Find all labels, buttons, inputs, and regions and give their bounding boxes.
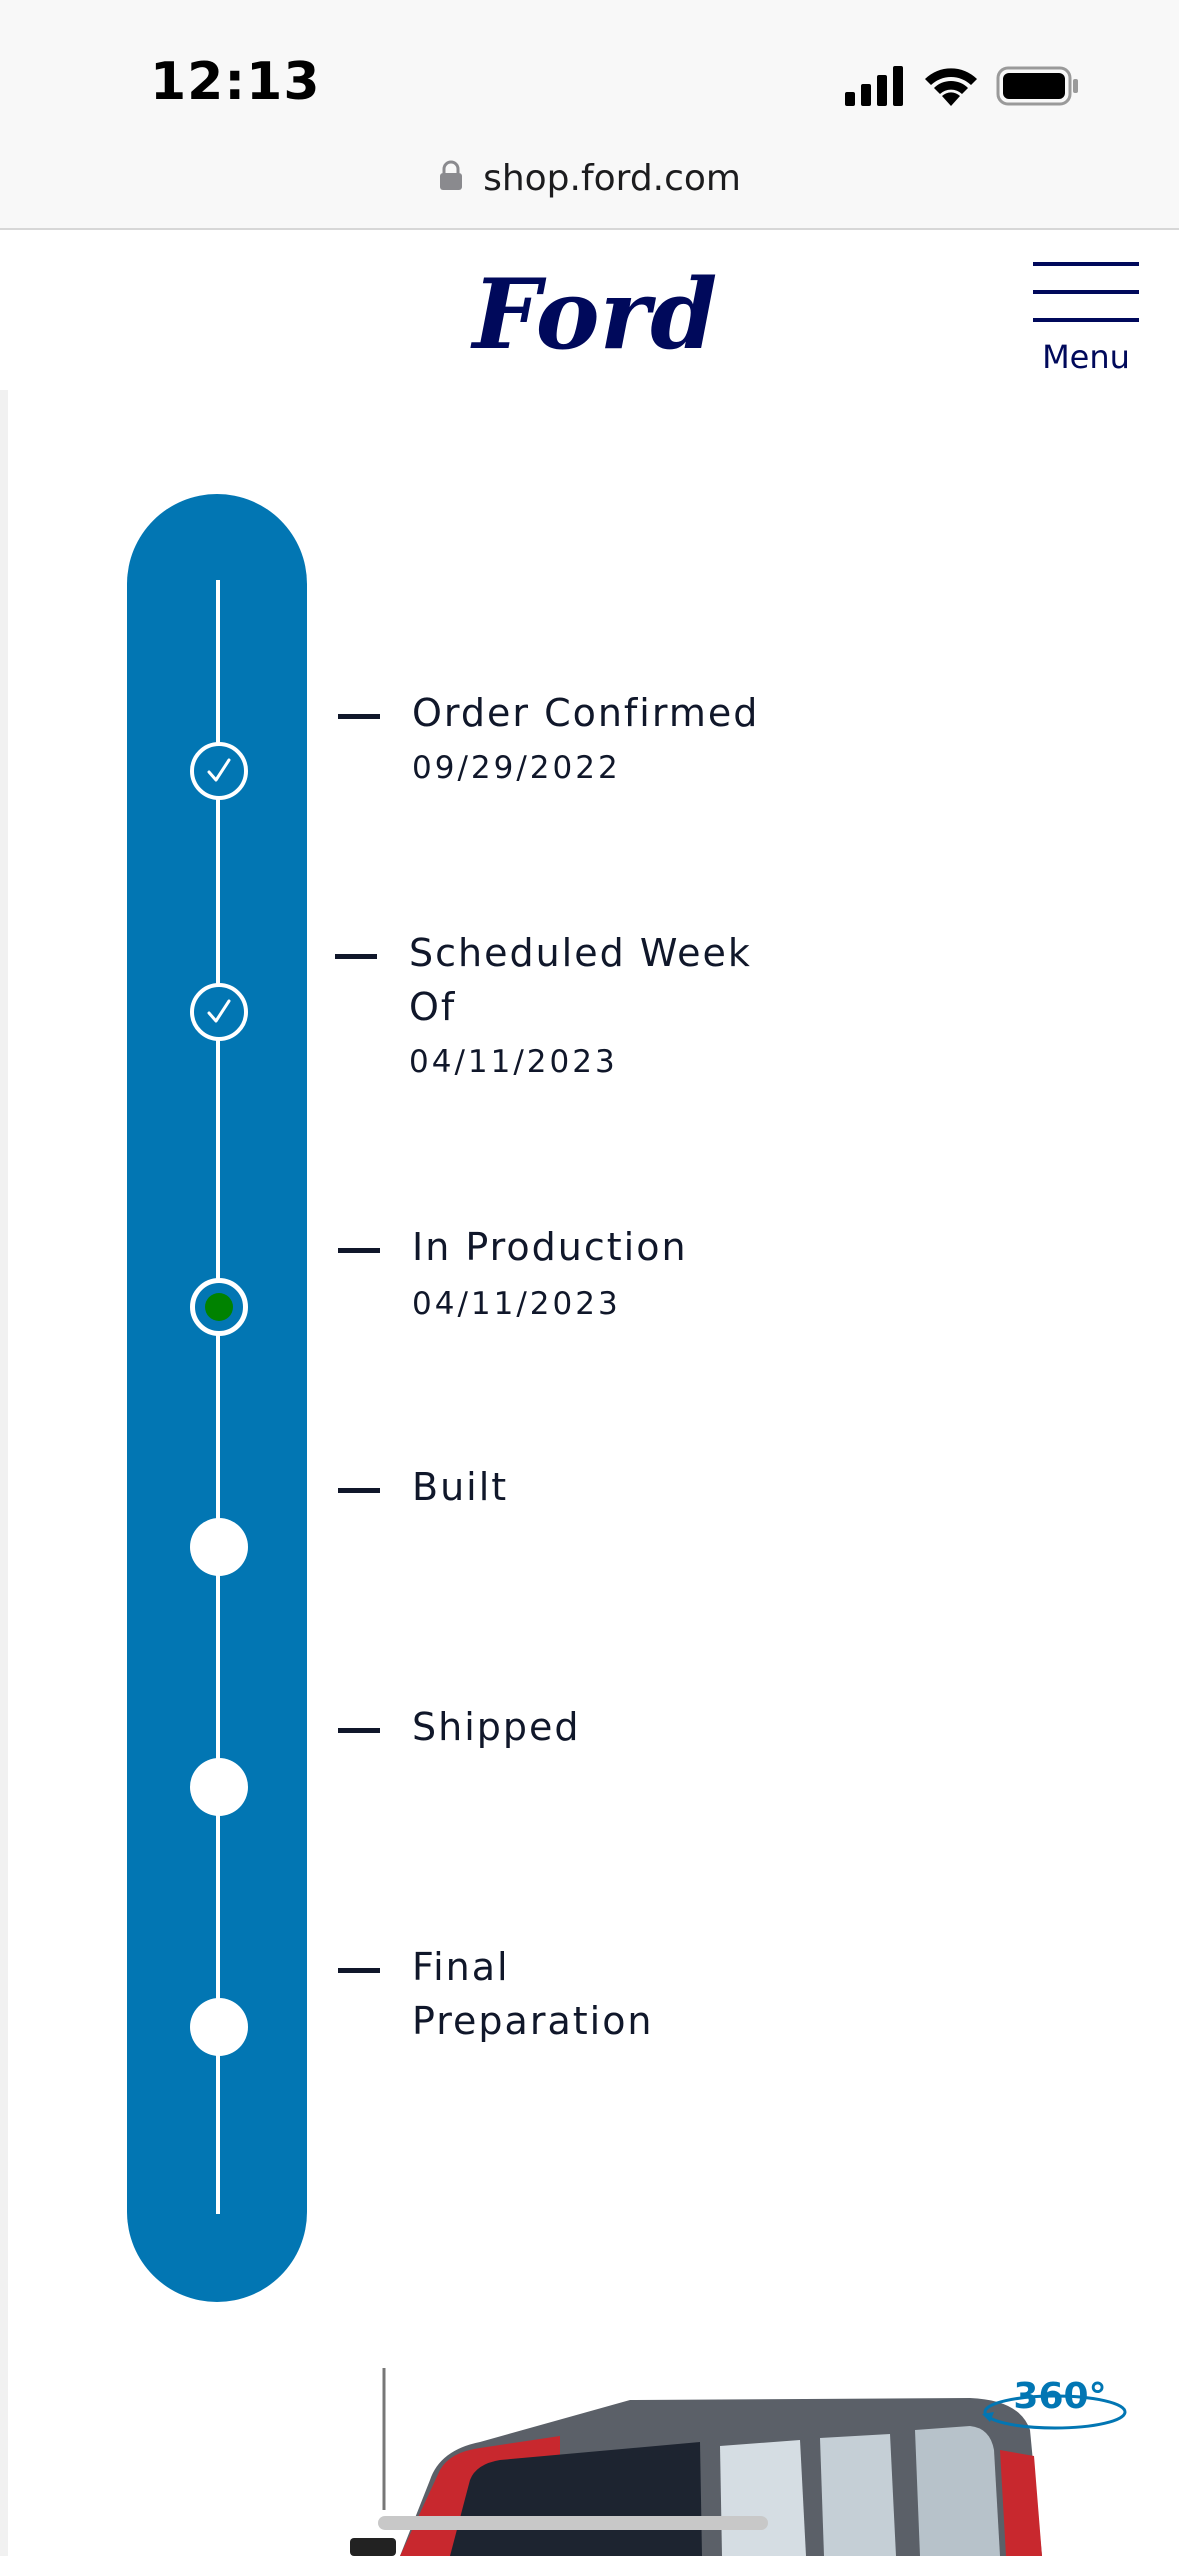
menu-icon-bar	[1033, 318, 1139, 322]
page-edge	[0, 230, 8, 2556]
status-clock: 12:13	[150, 52, 321, 112]
home-indicator[interactable]	[378, 2516, 768, 2530]
timeline-line	[216, 580, 220, 2214]
menu-icon	[1033, 262, 1139, 266]
vehicle-mirror	[350, 2538, 396, 2556]
battery-icon	[996, 66, 1078, 106]
menu-icon-bar	[1033, 290, 1139, 294]
vehicle-window	[820, 2434, 896, 2556]
menu-label: Menu	[1042, 338, 1130, 376]
step-date-scheduled-week: 04/11/2023	[409, 1044, 618, 1080]
in-progress-dot-icon	[190, 1278, 248, 1336]
pending-dot-icon	[190, 1998, 248, 2056]
step-connector	[338, 1488, 380, 1493]
pending-dot-icon	[190, 1518, 248, 1576]
step-connector	[338, 1248, 380, 1253]
step-date-order-confirmed: 09/29/2022	[412, 750, 621, 786]
lock-icon	[439, 160, 462, 190]
vehicle-window	[915, 2426, 1000, 2556]
wifi-icon	[925, 68, 977, 106]
ford-logo-text: Ford	[470, 262, 717, 370]
vehicle-body-red	[1000, 2450, 1042, 2556]
address-bar[interactable]: shop.ford.com	[0, 158, 1179, 199]
current-status-dot	[205, 1293, 233, 1321]
step-title-scheduled-week: Scheduled Week Of	[409, 931, 752, 1029]
step-date-in-production: 04/11/2023	[412, 1286, 621, 1322]
step-title-shipped: Shipped	[412, 1705, 581, 1749]
step-title-built: Built	[412, 1465, 509, 1509]
rotate-360-icon[interactable]: 360°	[980, 2370, 1130, 2440]
rotate-360-label: 360°	[1013, 2376, 1106, 2417]
url-text: shop.ford.com	[483, 158, 742, 199]
step-connector	[338, 1968, 380, 1973]
step-connector	[338, 1728, 380, 1733]
step-title-in-production: In Production	[412, 1225, 688, 1269]
step-connector	[335, 954, 377, 959]
site-header	[0, 230, 1179, 390]
step-connector	[338, 714, 380, 719]
browser-chrome: 12:13 shop.ford.com	[0, 0, 1179, 230]
step-title-order-confirmed: Order Confirmed	[412, 691, 760, 735]
vehicle-window	[720, 2440, 806, 2556]
step-title-final-preparation: Final Preparation	[412, 1945, 654, 2043]
menu-button[interactable]: Menu	[1030, 258, 1142, 378]
cellular-signal-icon	[845, 66, 903, 106]
pending-dot-icon	[190, 1758, 248, 1816]
checkmark-icon	[190, 742, 248, 800]
checkmark-icon	[190, 983, 248, 1041]
ford-logo[interactable]: Ford	[470, 262, 720, 370]
